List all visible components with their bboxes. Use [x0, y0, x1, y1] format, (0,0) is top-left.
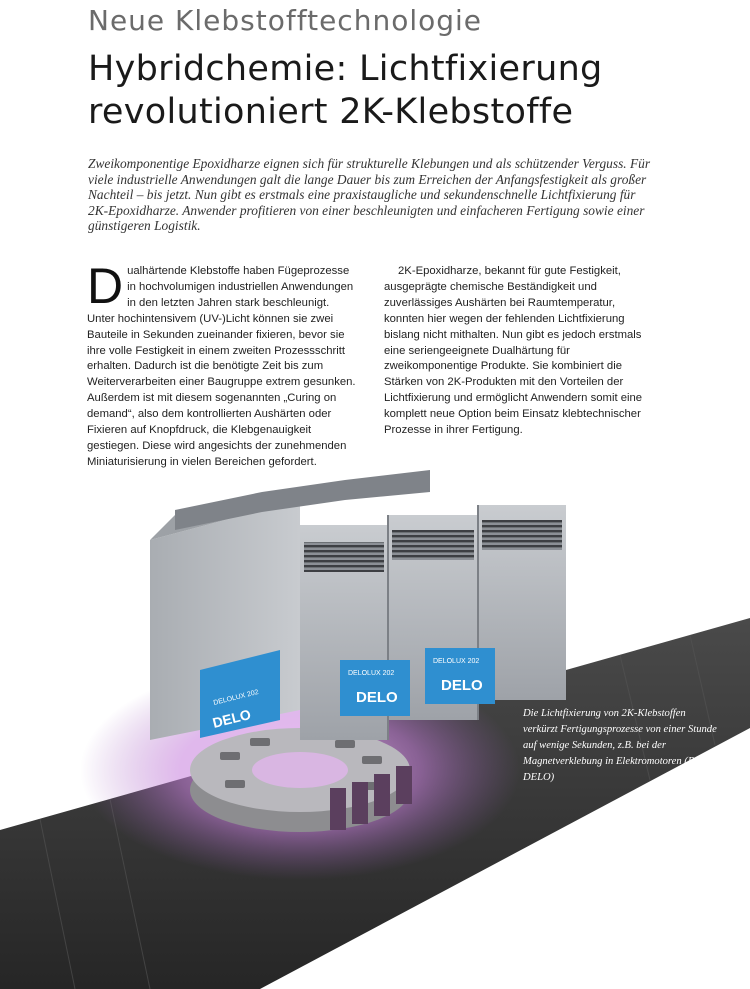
- article-headline: Hybridchemie: Lichtfixierung revolutioni…: [88, 48, 603, 134]
- drop-cap: D: [87, 258, 124, 314]
- body-column-right: 2K-Epoxidharze, bekannt für gute Festigk…: [384, 264, 656, 439]
- panel-brand-right: DELO: [441, 677, 483, 694]
- article-kicker: Neue Klebstofftechnologie: [88, 4, 483, 37]
- headline-line-1: Hybridchemie: Lichtfixierung: [88, 49, 603, 89]
- photo-caption: Die Lichtfixierung von 2K-Klebstoffen ve…: [523, 708, 717, 783]
- panel-brand-mid: DELO: [356, 689, 398, 706]
- product-photo: DELOLUX 202 DELO DELOLUX 202 DELO DELOLU…: [0, 470, 750, 989]
- article-lead: Zweikomponentige Epoxidharze eignen sich…: [88, 156, 651, 234]
- headline-line-2: revolutioniert 2K-Klebstoffe: [88, 92, 574, 132]
- paragraph-1-text: ualhärtende Klebstoffe haben Fügeprozess…: [87, 265, 356, 468]
- paragraph-2: 2K-Epoxidharze, bekannt für gute Festigk…: [384, 265, 643, 437]
- panel-model-right: DELOLUX 202: [433, 658, 479, 665]
- panel-model-mid: DELOLUX 202: [348, 670, 394, 677]
